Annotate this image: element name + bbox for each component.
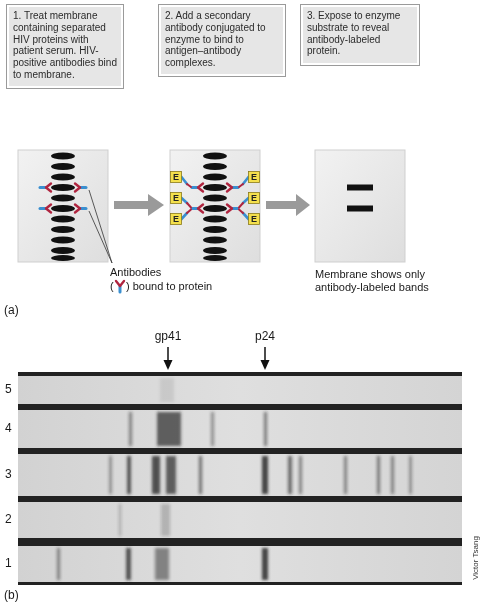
western-blot bbox=[18, 372, 462, 585]
antibody-icon bbox=[116, 281, 124, 292]
protein-bands bbox=[51, 152, 75, 261]
enzyme-label: E bbox=[173, 215, 179, 224]
enzyme-label: E bbox=[251, 215, 257, 224]
blot-lane bbox=[18, 376, 462, 404]
protein-marker: gp41 bbox=[155, 330, 182, 344]
antibody bbox=[192, 184, 203, 192]
step-box: 3. Expose to enzyme substrate to reveal … bbox=[300, 4, 420, 66]
step-arrow bbox=[114, 194, 164, 216]
panel-label: (a) bbox=[4, 304, 19, 318]
blot-lane bbox=[18, 502, 462, 538]
antibody bbox=[227, 205, 238, 213]
labeled-band bbox=[347, 185, 373, 191]
marker-arrow bbox=[164, 347, 173, 370]
antibody bbox=[75, 205, 86, 213]
enzyme-label: E bbox=[173, 173, 179, 182]
enzyme-square bbox=[171, 172, 260, 225]
lane-number: 1 bbox=[5, 557, 12, 571]
step-box: 2. Add a secondary antibody conjugated t… bbox=[158, 4, 286, 77]
enzyme-label: E bbox=[251, 194, 257, 203]
leader-line bbox=[89, 190, 112, 263]
membrane-3 bbox=[315, 150, 405, 262]
protein-marker: p24 bbox=[255, 330, 275, 344]
panel-label: (b) bbox=[4, 589, 19, 603]
step-text: 3. Expose to enzyme substrate to reveal … bbox=[307, 10, 413, 57]
secondary-antibody bbox=[182, 177, 249, 219]
antibody bbox=[40, 205, 51, 213]
step-text: 2. Add a secondary antibody conjugated t… bbox=[165, 10, 279, 69]
annotation-label: Antibodies bbox=[110, 266, 161, 279]
lane-number: 4 bbox=[5, 422, 12, 436]
membrane-2 bbox=[170, 150, 260, 262]
photo-credit: Victor Tsang bbox=[471, 536, 480, 580]
lane-number: 5 bbox=[5, 383, 12, 397]
blot-frame bbox=[18, 372, 462, 585]
membrane bbox=[18, 150, 108, 262]
membrane bbox=[315, 150, 405, 262]
antibody bbox=[227, 184, 238, 192]
blot-bands bbox=[57, 378, 412, 580]
lane-number: 3 bbox=[5, 468, 12, 482]
antibody bbox=[192, 205, 203, 213]
step-box: 1. Treat membrane containing separated H… bbox=[6, 4, 124, 89]
annotation-label: ) bound to protein bbox=[126, 280, 212, 293]
protein-bands bbox=[203, 152, 227, 261]
blot-lane bbox=[18, 454, 462, 496]
antibody bbox=[75, 184, 86, 192]
leader-line bbox=[89, 211, 112, 263]
step-arrow bbox=[266, 194, 310, 216]
annotation-label: ( bbox=[110, 280, 114, 293]
result-caption: Membrane shows only antibody-labeled ban… bbox=[315, 268, 440, 293]
blot-lane bbox=[18, 546, 462, 582]
enzyme-label: E bbox=[173, 194, 179, 203]
lane-number: 2 bbox=[5, 513, 12, 527]
membrane-1 bbox=[18, 150, 108, 262]
membrane bbox=[170, 150, 260, 262]
blot-lane bbox=[18, 410, 462, 448]
labeled-band bbox=[347, 206, 373, 212]
antibody bbox=[40, 184, 51, 192]
marker-arrow bbox=[261, 347, 270, 370]
step-text: 1. Treat membrane containing separated H… bbox=[13, 10, 117, 81]
enzyme-label: E bbox=[251, 173, 257, 182]
